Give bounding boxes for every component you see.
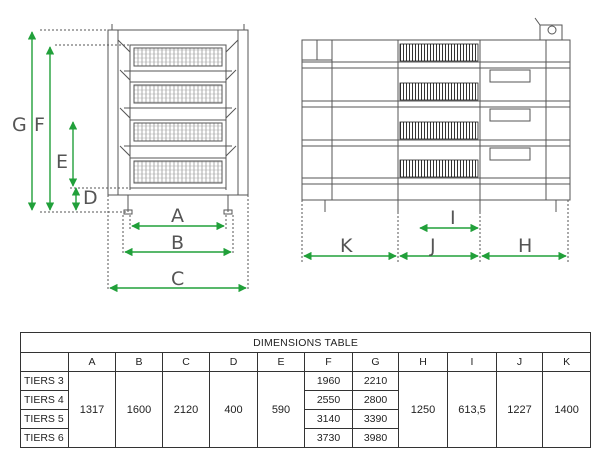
header-F: F	[304, 352, 353, 372]
value-E: 590	[257, 371, 305, 448]
value-G-tier-4: 2800	[352, 390, 399, 410]
table-title: DIMENSIONS TABLE	[19, 332, 592, 353]
front-tier-2	[124, 81, 232, 109]
side-mesh-tier-1	[399, 43, 479, 62]
value-F-tier-4: 2550	[304, 390, 353, 410]
header-G: G	[352, 352, 399, 372]
dim-label-G: G	[12, 114, 27, 136]
header-J: J	[496, 352, 543, 372]
dim-label-A: A	[171, 205, 184, 227]
side-dimension-arrows	[303, 223, 567, 261]
dim-label-H: H	[518, 235, 532, 257]
dim-label-C: C	[171, 268, 184, 290]
header-I: I	[447, 352, 497, 372]
header-C: C	[162, 352, 210, 372]
front-tier-3	[124, 119, 232, 147]
value-J: 1227	[496, 371, 543, 448]
header-K: K	[541, 352, 592, 372]
table-row-tiers-5: TIERS 5 3140 3390	[20, 409, 591, 429]
dim-label-I: I	[450, 207, 456, 229]
value-B: 1600	[115, 371, 163, 448]
header-blank	[20, 352, 69, 372]
front-dimension-labels: G F E D A B C	[12, 114, 184, 290]
tier-label-3: TIERS 3	[20, 371, 69, 391]
dim-label-K: K	[340, 235, 353, 257]
front-tier-4	[129, 157, 227, 189]
table-row-tiers-6: TIERS 6 3730 3980	[20, 428, 591, 448]
side-mesh-tier-2	[399, 82, 479, 101]
side-dimension-labels: I K J H	[340, 207, 532, 257]
tier-label-4: TIERS 4	[20, 390, 69, 410]
side-view	[301, 17, 571, 262]
dimensions-table: DIMENSIONS TABLE A B C D E F G H I J K T…	[19, 332, 592, 448]
value-G-tier-6: 3980	[352, 428, 399, 448]
value-G-tier-5: 3390	[352, 409, 399, 429]
tier-label-6: TIERS 6	[20, 428, 69, 448]
header-B: B	[115, 352, 163, 372]
table-row-tiers-3: TIERS 3 1317 1600 2120 400 590 1960 2210…	[20, 371, 592, 448]
value-F-tier-3: 1960	[304, 371, 353, 391]
value-A: 1317	[68, 371, 116, 448]
header-H: H	[398, 352, 448, 372]
table-header-row: A B C D E F G H I J K	[20, 352, 592, 372]
side-view-mesh	[399, 43, 479, 178]
dim-label-E: E	[56, 151, 68, 173]
value-F-tier-6: 3730	[304, 428, 353, 448]
front-tier-1	[124, 44, 232, 72]
dim-label-F: F	[34, 114, 45, 136]
value-F-tier-5: 3140	[304, 409, 353, 429]
dim-label-B: B	[171, 232, 184, 254]
value-I: 613,5	[447, 371, 497, 448]
technical-drawing: G F E D A B C	[12, 17, 571, 293]
tier-label-5: TIERS 5	[20, 409, 69, 429]
side-mesh-tier-3	[399, 121, 479, 140]
header-E: E	[257, 352, 305, 372]
value-G-tier-3: 2210	[352, 371, 399, 391]
value-H: 1250	[398, 371, 448, 448]
dim-label-J: J	[429, 235, 436, 257]
front-view	[40, 24, 249, 290]
side-mesh-tier-4	[399, 159, 479, 178]
dimensions-table-container: DIMENSIONS TABLE A B C D E F G H I J K T…	[19, 332, 592, 452]
dim-label-D: D	[83, 187, 98, 209]
header-D: D	[209, 352, 258, 372]
front-dimension-arrows	[27, 31, 247, 293]
value-D: 400	[209, 371, 258, 448]
header-A: A	[68, 352, 116, 372]
value-C: 2120	[162, 371, 210, 448]
value-K: 1400	[541, 371, 592, 448]
